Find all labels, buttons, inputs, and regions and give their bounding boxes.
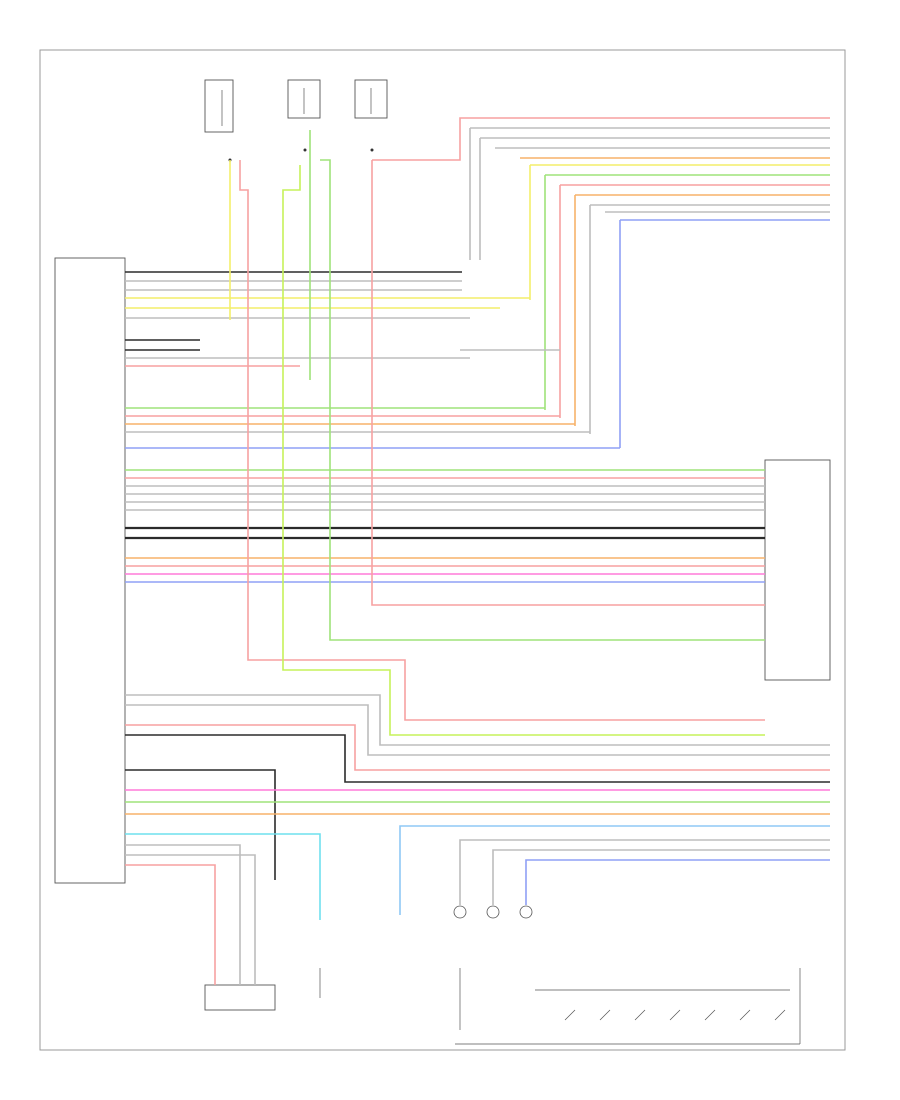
- wire-54: [371, 160, 765, 606]
- wire-67: [125, 864, 216, 985]
- splice-dot-2: [303, 148, 307, 152]
- steering-switch-area: [453, 905, 801, 1045]
- wire-55: [125, 694, 830, 746]
- radio-unit-box: [54, 257, 126, 884]
- wire-53: [320, 159, 765, 641]
- wire-58: [125, 734, 830, 783]
- steering-contact-4: [669, 1009, 681, 1021]
- wire-50: [239, 160, 765, 721]
- wire-57: [125, 724, 830, 771]
- steering-switch-3: [519, 905, 533, 919]
- fuse-box-center: [287, 79, 321, 119]
- wire-56: [125, 704, 830, 756]
- wire-59: [125, 769, 276, 880]
- wire-64: [399, 825, 830, 915]
- wire-69: [492, 849, 830, 905]
- sub-connector-box: [204, 984, 276, 1011]
- steering-contact-6: [739, 1009, 751, 1021]
- steering-switch-2: [486, 905, 500, 919]
- steering-contact-2: [599, 1009, 611, 1021]
- steering-contact-5: [704, 1009, 716, 1021]
- fuse-box-left: [204, 79, 234, 133]
- top-fuse-boxes: [204, 79, 388, 162]
- wire-51: [282, 165, 765, 736]
- fuse-box-right: [354, 79, 388, 119]
- steering-contact-3: [634, 1009, 646, 1021]
- wire-layer: [125, 117, 830, 985]
- wire-65: [125, 844, 241, 985]
- tv-tuner-box: [764, 459, 831, 681]
- splice-dot-3: [370, 148, 374, 152]
- steering-contact-1: [564, 1009, 576, 1021]
- wire-63: [125, 833, 321, 920]
- diagram-frame: [39, 49, 846, 1051]
- wire-1: [372, 117, 830, 161]
- steering-switch-1: [453, 905, 467, 919]
- wire-66: [125, 854, 256, 985]
- wire-70: [525, 859, 830, 905]
- wire-68: [459, 839, 830, 905]
- steering-contact-7: [774, 1009, 786, 1021]
